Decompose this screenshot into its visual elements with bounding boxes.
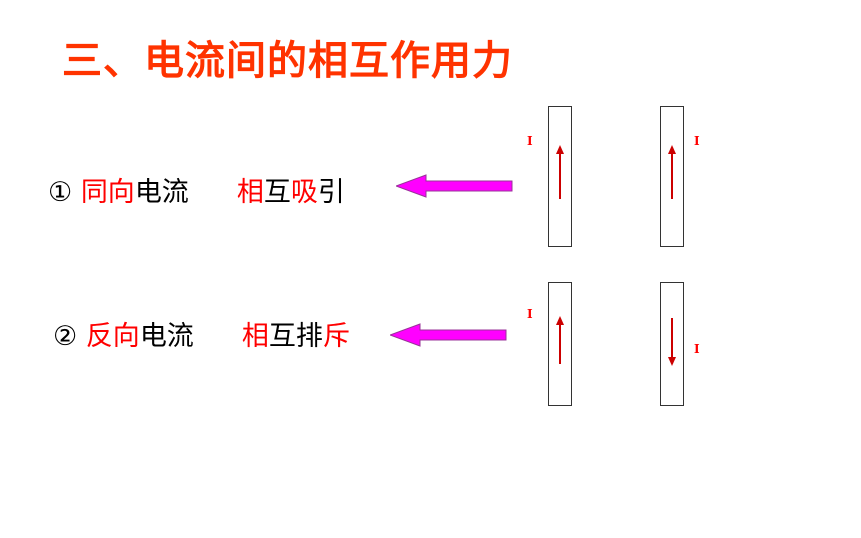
- current-up-arrow-icon: [556, 316, 564, 364]
- current-label: I: [694, 134, 700, 148]
- pointer-arrow-icon: [396, 174, 513, 198]
- effect-char: 相: [241, 321, 269, 352]
- current-label: I: [527, 307, 533, 321]
- effect-char: 吸: [290, 177, 318, 208]
- pointer-arrow-icon: [390, 323, 507, 347]
- current-down-arrow-icon: [668, 318, 676, 366]
- effect-char: 斥: [322, 321, 350, 352]
- effect-char: 排: [295, 321, 323, 352]
- row-number: ②: [53, 321, 78, 352]
- effect-char: 互: [268, 321, 296, 352]
- effect-char: 互: [263, 177, 291, 208]
- direction-word: 同向: [80, 177, 135, 208]
- current-up-arrow-icon: [668, 145, 676, 199]
- current-word: 电流: [139, 321, 194, 352]
- effect-char: 相: [236, 177, 264, 208]
- current-up-arrow-icon: [556, 145, 564, 199]
- effect-char: 引: [317, 177, 345, 208]
- row-same-direction: ① 同向电流 相互吸引: [48, 170, 345, 209]
- row-opposite-direction: ② 反向电流 相互排斥: [53, 314, 350, 353]
- current-word: 电流: [134, 177, 189, 208]
- current-label: I: [694, 342, 700, 356]
- current-label: I: [527, 134, 533, 148]
- page-title: 三、电流间的相互作用力: [62, 38, 513, 84]
- row-number: ①: [48, 177, 73, 208]
- direction-word: 反向: [85, 321, 140, 352]
